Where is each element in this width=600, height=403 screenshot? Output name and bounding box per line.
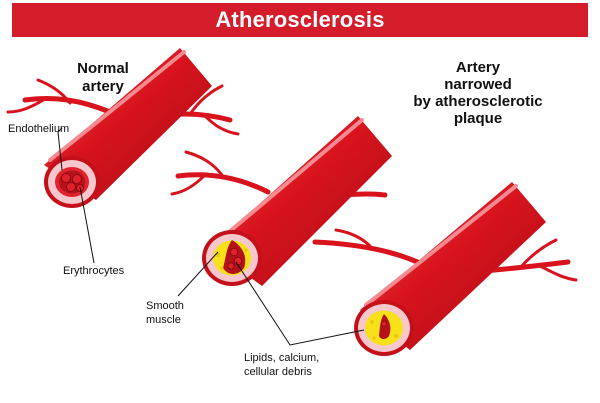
heading-narrowed-line4: plaque (454, 110, 502, 127)
leader-endothelium (57, 127, 63, 171)
leader-lipids (235, 261, 365, 346)
heading-narrowed-line1: Artery (456, 59, 501, 76)
label-lipids-line1: Lipids, calcium, (244, 352, 319, 364)
mid-artery-cross-section (202, 230, 262, 286)
label-erythrocytes: Erythrocytes (63, 265, 125, 277)
narrowed-artery-cross-section (354, 300, 414, 356)
narrowed-artery-heading: Artery narrowed by atherosclerotic plaqu… (413, 59, 542, 127)
heading-narrowed-line2: narrowed (444, 76, 512, 93)
leader-smooth-muscle (177, 251, 219, 297)
label-lipids-line2: cellular debris (244, 366, 312, 378)
diagram-title: Atherosclerosis (215, 7, 385, 32)
label-smooth-muscle-line2: muscle (146, 314, 181, 326)
mid-artery (170, 116, 392, 286)
leader-erythrocytes (79, 186, 95, 264)
label-endothelium: Endothelium (8, 123, 69, 135)
normal-artery-heading: Normal artery (77, 60, 129, 95)
narrowed-artery-tube (360, 182, 546, 350)
erythrocyte-cluster-1 (61, 173, 84, 192)
label-smooth-muscle-line1: Smooth (146, 300, 184, 312)
normal-artery (6, 48, 240, 208)
narrowed-artery (312, 182, 578, 356)
heading-normal-line1: Normal (77, 60, 129, 77)
normal-artery-cross-section (44, 156, 100, 208)
leader-lines (57, 127, 365, 346)
title-banner: Atherosclerosis (12, 3, 588, 37)
heading-normal-line2: artery (82, 78, 124, 95)
heading-narrowed-line3: by atherosclerotic (413, 93, 542, 110)
